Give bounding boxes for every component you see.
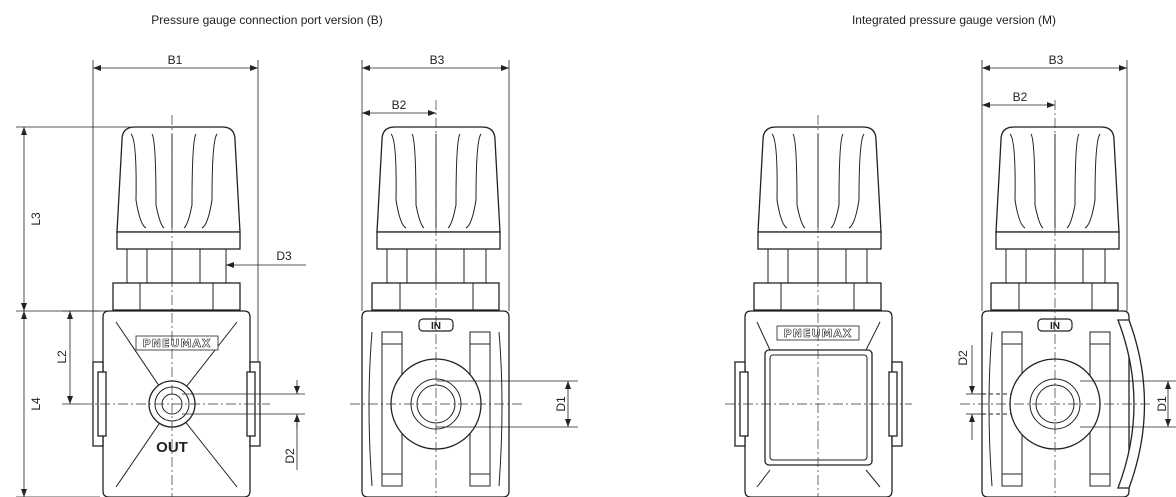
view-front-version-b: PNEUMAX OUT [82, 115, 270, 497]
dim-b3-m: B3 [1049, 53, 1064, 67]
dim-l3: L3 [29, 212, 43, 226]
dim-d2: D2 [283, 448, 297, 464]
view2-dimensions: B3 B2 D1 [361, 53, 578, 428]
inlet-label-m: IN [1050, 321, 1060, 332]
view-front-version-m: PNEUMAX [725, 115, 912, 497]
dim-b3: B3 [430, 53, 445, 67]
dim-b2-m: B2 [1013, 90, 1028, 104]
view-side-version-m: IN [960, 100, 1150, 497]
view4-dimensions: B3 B2 D2 D1 [956, 53, 1176, 440]
caption-left: Pressure gauge connection port version (… [151, 13, 382, 27]
view-side-version-b: IN [350, 100, 525, 497]
view1-dimensions: B1 L3 L4 L2 D3 D2 [16, 53, 306, 497]
dim-b2: B2 [392, 98, 407, 112]
caption-right: Integrated pressure gauge version (M) [852, 13, 1056, 27]
dim-d3: D3 [276, 249, 292, 263]
inlet-label: IN [431, 321, 441, 332]
brand-logo: PNEUMAX [143, 337, 212, 350]
dim-d1-m: D1 [1155, 396, 1169, 412]
brand-logo-m: PNEUMAX [784, 327, 853, 340]
dim-l4: L4 [29, 397, 43, 411]
dim-b1: B1 [168, 53, 183, 67]
dim-d1: D1 [554, 396, 568, 412]
dim-l2: L2 [55, 350, 69, 364]
dim-d2-m: D2 [956, 350, 970, 366]
